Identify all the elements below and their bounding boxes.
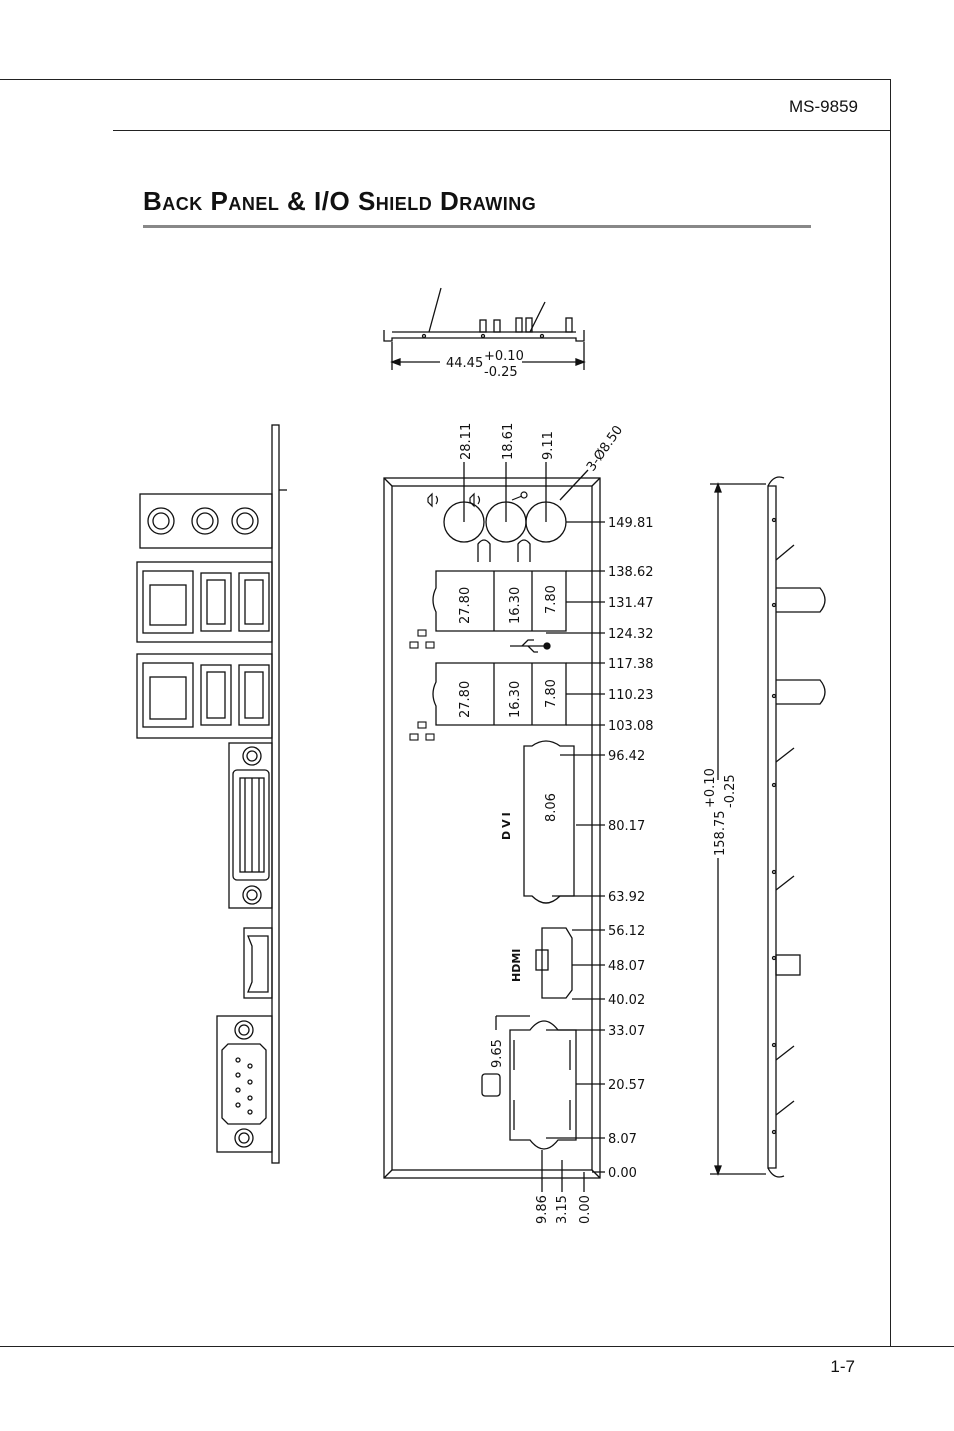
port-labels: DVI HDMI xyxy=(500,809,523,982)
right-dim-8: 96.42 xyxy=(608,749,645,764)
right-dim-13: 40.02 xyxy=(608,993,645,1008)
usb2-dim-a: 27.80 xyxy=(458,681,473,718)
right-dim-5: 117.38 xyxy=(608,657,654,672)
side-height-tol-minus: -0.25 xyxy=(723,774,738,808)
right-dims: 149.81 138.62 131.47 124.32 117.38 110.2… xyxy=(608,516,654,1181)
right-dim-3: 131.47 xyxy=(608,596,654,611)
mic-icon xyxy=(511,491,528,501)
hdmi-label: HDMI xyxy=(510,949,523,982)
top-width-tol-plus: +0.10 xyxy=(484,349,524,364)
top-dim-2: 18.61 xyxy=(501,423,516,460)
footer-rule xyxy=(0,1346,954,1347)
bottom-dim-2: 3.15 xyxy=(555,1195,570,1224)
right-dim-4: 124.32 xyxy=(608,627,654,642)
top-view-drawing xyxy=(383,287,586,370)
shield-front-view xyxy=(383,462,605,1192)
top-dim-1: 28.11 xyxy=(459,423,474,460)
side-height-tol-plus: +0.10 xyxy=(703,768,718,808)
top-dim-4: 3-Ø8.50 xyxy=(584,423,626,474)
right-dim-15: 20.57 xyxy=(608,1078,645,1093)
dvi-label: DVI xyxy=(500,809,513,840)
network-icon xyxy=(409,629,435,741)
top-dims: 28.11 18.61 9.11 3-Ø8.50 xyxy=(459,423,626,475)
right-rule xyxy=(890,79,891,1347)
right-dim-17: 0.00 xyxy=(608,1166,637,1181)
right-dim-12: 48.07 xyxy=(608,959,645,974)
top-rule xyxy=(0,79,891,80)
side-view-dims: 158.75 +0.10 -0.25 xyxy=(703,768,738,856)
audio-out-icon xyxy=(427,492,439,508)
board-port-view xyxy=(136,424,287,1164)
usb-icon xyxy=(510,639,551,653)
com-dim: 9.65 xyxy=(490,1039,505,1068)
page-number: 1-7 xyxy=(830,1357,855,1376)
usb2-dim-c: 7.80 xyxy=(544,679,559,708)
right-dim-14: 33.07 xyxy=(608,1024,645,1039)
page-title: Back Panel & I/O Shield Drawing xyxy=(143,186,537,216)
right-dim-16: 8.07 xyxy=(608,1132,637,1147)
model-number: MS-9859 xyxy=(789,97,858,116)
right-dim-7: 103.08 xyxy=(608,719,654,734)
top-view-dims: 44.45 +0.10 -0.25 xyxy=(446,349,524,380)
audio-line-icon xyxy=(469,492,481,508)
right-dim-2: 138.62 xyxy=(608,565,654,580)
right-dim-6: 110.23 xyxy=(608,688,654,703)
usb2-dim-b: 16.30 xyxy=(508,681,523,718)
header-rule xyxy=(113,130,891,131)
inner-dims: 27.80 16.30 7.80 27.80 16.30 7.80 8.06 9… xyxy=(458,585,559,1068)
right-dim-10: 63.92 xyxy=(608,890,645,905)
right-dim-11: 56.12 xyxy=(608,924,645,939)
title-underline xyxy=(143,225,811,228)
top-width-dim: 44.45 xyxy=(446,356,483,371)
top-width-tol-minus: -0.25 xyxy=(484,365,518,380)
dvi-dim: 8.06 xyxy=(544,793,559,822)
bottom-dim-3: 0.00 xyxy=(578,1195,593,1224)
right-dim-1: 149.81 xyxy=(608,516,654,531)
usb1-dim-b: 16.30 xyxy=(508,587,523,624)
usb1-dim-c: 7.80 xyxy=(544,585,559,614)
top-dim-3: 9.11 xyxy=(541,431,556,460)
shield-side-view xyxy=(710,476,826,1178)
side-height-dim: 158.75 xyxy=(713,811,728,857)
bottom-dim-1: 9.86 xyxy=(535,1195,550,1224)
right-dim-9: 80.17 xyxy=(608,819,645,834)
bottom-dims: 9.86 3.15 0.00 xyxy=(535,1195,593,1224)
usb1-dim-a: 27.80 xyxy=(458,587,473,624)
